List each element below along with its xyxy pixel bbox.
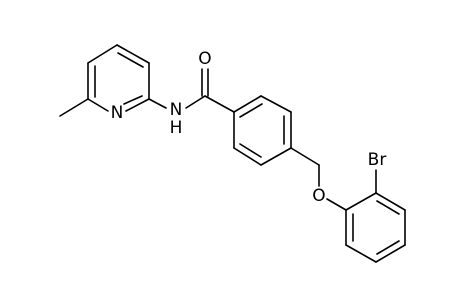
atom-label-o-carbonyl: O <box>198 49 211 69</box>
bond-bromophenyl-2-3 <box>375 192 406 211</box>
bond-pyridine-n1-c6 <box>87 98 109 112</box>
bond-bromophenyl-4-5 <box>375 244 406 263</box>
bond-c2-nh <box>148 98 167 109</box>
bond-pyridine-c2-n1-inner <box>123 95 143 105</box>
bond-benzene-2-3 <box>260 95 292 113</box>
bond-bromophenyl-1-2 <box>345 192 377 211</box>
atom-label-n-amide: N <box>170 100 183 120</box>
bond-ring-ch2 <box>290 147 320 166</box>
bond-o-aryl <box>326 198 347 211</box>
bond-benzene-4-5 <box>260 147 292 166</box>
bond-methyl <box>59 98 89 117</box>
bond-nh-carbonyl <box>185 95 206 109</box>
atom-label-br: Br <box>368 150 387 170</box>
bond-pyridine-c2-n1 <box>125 98 150 112</box>
bond-bromophenyl-4-5-inner <box>376 240 400 255</box>
bond-benzene-5-6-inner <box>239 143 262 158</box>
bond-carbonyl-ring <box>204 95 235 113</box>
bond-benzene-1-2 <box>233 95 262 113</box>
bond-pyridine-c5-c4 <box>87 44 118 64</box>
atom-label-h-amide: H <box>170 118 183 138</box>
bond-benzene-5-6 <box>233 147 262 166</box>
bond-pyridine-c4-c3-inner <box>117 52 144 68</box>
bond-bromophenyl-5-6 <box>345 244 377 263</box>
bond-pyridine-c4-c3 <box>116 44 150 64</box>
bond-bromophenyl-2-3-inner <box>376 200 400 215</box>
bond-benzene-1-2-inner <box>239 103 263 118</box>
atom-label-n-pyridine: N <box>111 103 124 123</box>
atom-label-o-ether: O <box>312 186 325 206</box>
